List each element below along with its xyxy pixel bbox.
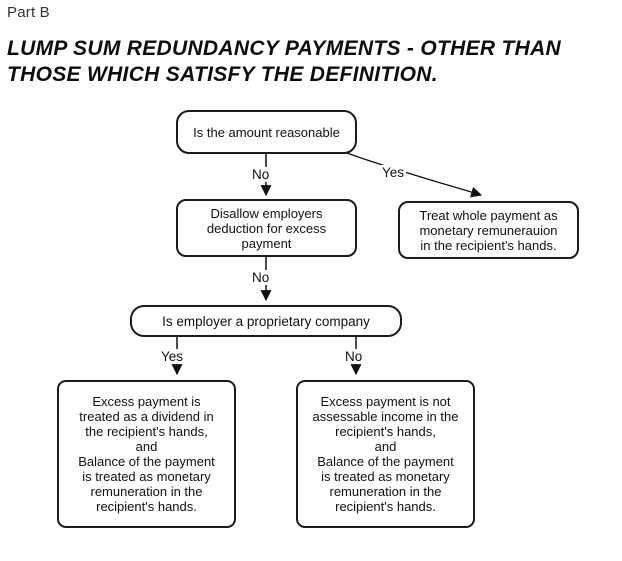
page-title: LUMP SUM REDUNDANCY PAYMENTS - OTHER THA… [7, 37, 562, 86]
edge-label-no-2: No [250, 270, 272, 285]
node-treat-whole-payment: Treat whole payment as monetary remunera… [398, 201, 590, 270]
part-label: Part B [7, 4, 50, 21]
edge-label-no-3: No [343, 349, 365, 364]
edge-label-yes-1: Yes [380, 165, 407, 180]
node-disallow-deduction: Disallow employers deduction for excess … [176, 199, 368, 268]
node-question-amount-reasonable: Is the amount reasonable [176, 110, 368, 165]
node-excess-not-assessable: Excess payment is not assessable income … [296, 380, 486, 539]
edge-label-yes-2: Yes [159, 349, 186, 364]
node-question-proprietary-company: Is employer a proprietary company [130, 305, 413, 348]
edge-label-no-1: No [250, 167, 272, 182]
edge-yes-to-treat [346, 152, 483, 198]
node-excess-dividend-treatment: Excess payment is treated as a dividend … [57, 380, 247, 539]
